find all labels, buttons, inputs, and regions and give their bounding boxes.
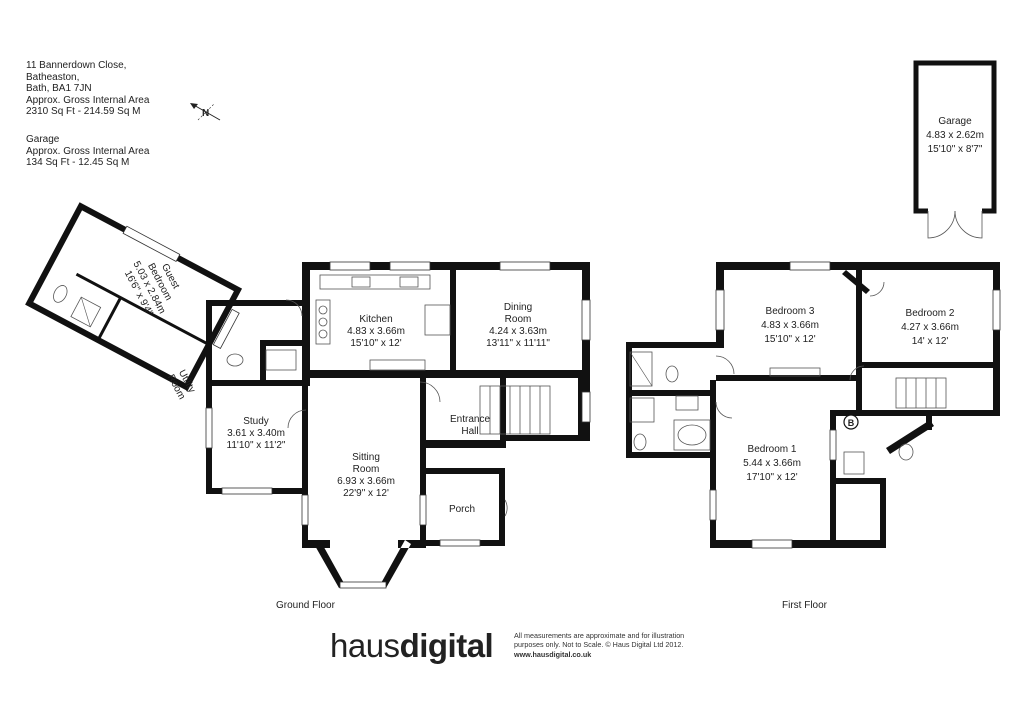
first-stairs — [895, 377, 947, 409]
svg-text:Room: Room — [505, 314, 532, 325]
haus-digital-logo: hausdigital — [330, 627, 494, 664]
compass-icon: N — [190, 103, 221, 121]
svg-text:22'9" x 12': 22'9" x 12' — [343, 488, 389, 499]
svg-text:Bedroom 2: Bedroom 2 — [906, 308, 955, 319]
svg-text:17'10" x 12': 17'10" x 12' — [746, 472, 797, 483]
svg-text:15'10" x 12': 15'10" x 12' — [764, 334, 815, 345]
svg-text:11'10" x 11'2": 11'10" x 11'2" — [227, 440, 286, 451]
room-bedroom-2: Bedroom 2 4.27 x 3.66m 14' x 12' — [901, 308, 959, 347]
garage-area-label: Approx. Gross Internal Area — [26, 145, 150, 157]
disclaimer-line-1: All measurements are approximate and for… — [514, 631, 685, 640]
room-dining: Dining Room 4.24 x 3.63m 13'11" x 11'11" — [486, 302, 550, 349]
svg-text:Bedroom 1: Bedroom 1 — [748, 444, 797, 455]
svg-text:14' x 12': 14' x 12' — [912, 336, 949, 347]
room-study: Study 3.61 x 3.40m 11'10" x 11'2" — [227, 416, 286, 451]
svg-text:5.44 x 3.66m: 5.44 x 3.66m — [743, 458, 801, 469]
room-porch: Porch — [449, 504, 475, 515]
property-address: 11 Bannerdown Close, Batheaston, Bath, B… — [26, 60, 149, 118]
address-line-1: 11 Bannerdown Close, — [26, 60, 127, 71]
first-floor-plan: B — [626, 261, 1001, 549]
disclaimer-line-2: purposes only. Not to Scale. © Haus Digi… — [514, 640, 684, 650]
disclaimer: All measurements are approximate and for… — [514, 631, 684, 659]
logo-light: haus — [330, 627, 400, 664]
address-line-3: Bath, BA1 7JN — [26, 83, 92, 95]
room-kitchen: Kitchen 4.83 x 3.66m 15'10" x 12' — [347, 314, 405, 349]
svg-text:3.61 x 3.40m: 3.61 x 3.40m — [227, 428, 285, 439]
svg-text:4.83 x 3.66m: 4.83 x 3.66m — [347, 326, 405, 337]
room-guest-bedroom: Guest Bedroom 5.03 x 2.84m 16'6" x 9'4" — [122, 260, 181, 318]
garage-name: Garage — [938, 116, 972, 127]
svg-text:Entrance: Entrance — [450, 414, 490, 425]
room-bedroom-3: Bedroom 3 4.83 x 3.66m 15'10" x 12' — [761, 306, 819, 345]
first-floor-label: First Floor — [782, 600, 827, 611]
svg-text:Porch: Porch — [449, 504, 475, 515]
svg-text:Kitchen: Kitchen — [359, 314, 392, 325]
svg-text:4.27 x 3.66m: 4.27 x 3.66m — [901, 322, 959, 333]
boiler-label: B — [848, 418, 855, 428]
svg-text:4.24 x 3.63m: 4.24 x 3.63m — [489, 326, 547, 337]
ground-stairs — [479, 385, 551, 435]
website-link[interactable]: www.hausdigital.co.uk — [514, 649, 592, 659]
garage-plan: Garage 4.83 x 2.62m 15'10" x 8'7" — [913, 60, 997, 239]
svg-text:Room: Room — [353, 464, 380, 475]
svg-text:Bedroom 3: Bedroom 3 — [766, 306, 815, 317]
area-value: 2310 Sq Ft - 214.59 Sq M — [26, 106, 141, 118]
room-sitting: Sitting Room 6.93 x 3.66m 22'9" x 12' — [337, 452, 395, 499]
svg-text:Hall: Hall — [461, 426, 478, 437]
svg-text:4.83 x 3.66m: 4.83 x 3.66m — [761, 320, 819, 331]
logo-bold: digital — [399, 627, 494, 664]
address-line-2: Batheaston, — [26, 71, 80, 83]
ground-floor-label: Ground Floor — [276, 600, 335, 611]
svg-text:13'11" x 11'11": 13'11" x 11'11" — [486, 338, 550, 349]
svg-text:Dining: Dining — [504, 302, 532, 313]
compass-letter: N — [202, 108, 209, 119]
garage-size-m: 4.83 x 2.62m — [926, 130, 984, 141]
room-entrance-hall: Entrance Hall — [450, 414, 490, 437]
svg-text:15'10" x 12': 15'10" x 12' — [350, 338, 401, 349]
svg-text:Sitting: Sitting — [352, 452, 380, 463]
garage-size-ft: 15'10" x 8'7" — [928, 144, 983, 155]
svg-text:6.93 x 3.66m: 6.93 x 3.66m — [337, 476, 395, 487]
ground-floor-plan — [25, 202, 591, 589]
garage-label: Garage — [26, 134, 60, 145]
guest-wing — [25, 202, 243, 392]
room-bedroom-1: Bedroom 1 5.44 x 3.66m 17'10" x 12' — [743, 444, 801, 483]
garage-area-value: 134 Sq Ft - 12.45 Sq M — [26, 157, 130, 169]
area-label: Approx. Gross Internal Area — [26, 94, 150, 106]
svg-text:Study: Study — [243, 416, 269, 427]
garage-area: Garage Approx. Gross Internal Area 134 S… — [26, 134, 149, 169]
